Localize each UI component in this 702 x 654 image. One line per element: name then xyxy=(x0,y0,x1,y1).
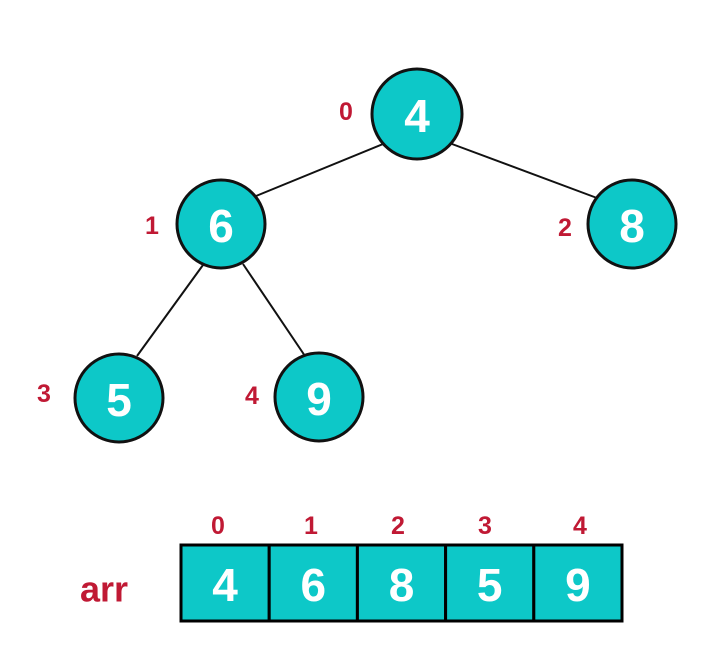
array-cell-box[interactable] xyxy=(532,543,624,623)
array-cell-value: 4 xyxy=(212,559,238,611)
array-cell-0[interactable]: 4 xyxy=(179,543,271,623)
tree-node-circle[interactable] xyxy=(273,351,365,443)
array-index-label-4: 4 xyxy=(573,512,587,540)
array-cell-value: 8 xyxy=(389,559,415,611)
tree-node-value: 8 xyxy=(619,200,645,252)
array-cell-3[interactable]: 5 xyxy=(444,543,536,623)
array-cell-1[interactable]: 6 xyxy=(267,543,359,623)
tree-node-circle[interactable] xyxy=(73,352,165,444)
array-cell-box[interactable] xyxy=(267,543,359,623)
array-index-label-3: 3 xyxy=(478,512,492,540)
array-cell-value: 6 xyxy=(301,559,327,611)
array-cell-box[interactable] xyxy=(179,543,271,623)
tree-edge-0-1 xyxy=(255,143,384,197)
tree-node-circle[interactable] xyxy=(370,67,464,161)
array-index-label-0: 0 xyxy=(211,512,225,540)
tree-node-value: 6 xyxy=(208,200,234,252)
array-name-label: arr xyxy=(80,569,128,610)
array-index-label-2: 2 xyxy=(391,512,405,540)
tree-node-circle[interactable] xyxy=(586,178,678,270)
tree-node-value: 5 xyxy=(106,374,132,426)
tree-node-circle[interactable] xyxy=(175,178,267,270)
tree-node-index-label: 1 xyxy=(145,212,159,240)
array-index-label-1: 1 xyxy=(304,512,318,540)
tree-edge-0-2 xyxy=(451,143,598,199)
tree-node-index-label: 2 xyxy=(558,214,572,242)
tree-node-index-label: 3 xyxy=(37,380,51,408)
array-representation: arr 0 1 2 3 4 4 6 8 5 xyxy=(80,512,624,623)
array-cell-box[interactable] xyxy=(444,543,536,623)
tree-edges xyxy=(136,143,598,357)
tree-node-value: 9 xyxy=(306,373,332,425)
array-cell-4[interactable]: 9 xyxy=(532,543,624,623)
array-cell-value: 9 xyxy=(565,559,591,611)
tree-node-value: 4 xyxy=(404,90,430,142)
array-cell-box[interactable] xyxy=(355,543,448,623)
tree-node-1[interactable]: 6 1 xyxy=(145,178,267,270)
tree-node-2[interactable]: 8 2 xyxy=(558,178,678,270)
tree-node-index-label: 0 xyxy=(339,98,353,126)
tree-node-4[interactable]: 9 4 xyxy=(245,351,365,443)
tree-node-3[interactable]: 5 3 xyxy=(37,352,165,444)
tree-node-index-label: 4 xyxy=(245,382,259,410)
tree-edge-1-3 xyxy=(136,264,204,357)
array-cell-2[interactable]: 8 xyxy=(355,543,448,623)
tree-edge-1-4 xyxy=(242,263,306,357)
tree-node-0[interactable]: 4 0 xyxy=(339,67,464,161)
array-cell-value: 5 xyxy=(477,559,503,611)
